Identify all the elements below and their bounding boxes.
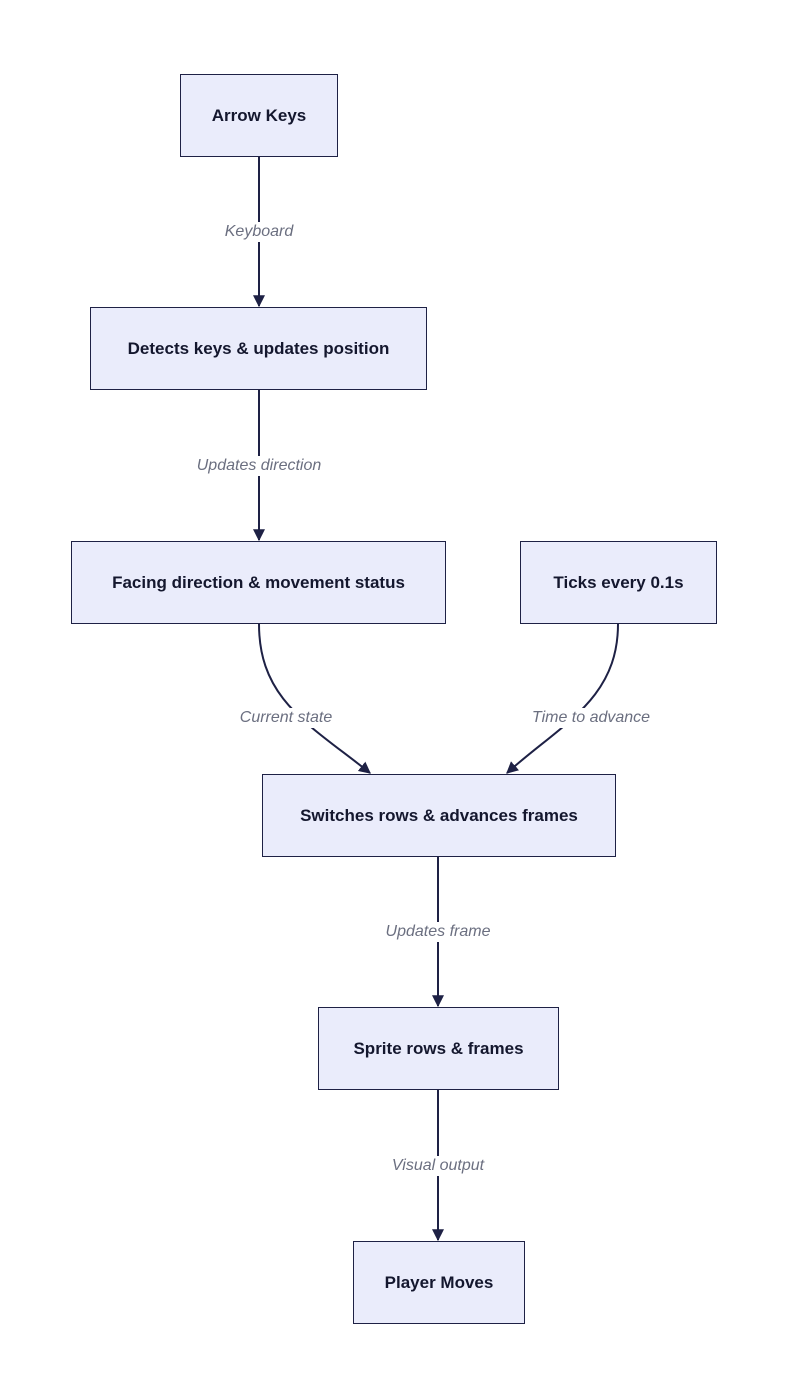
edge-label-keyboard: Keyboard: [220, 222, 298, 242]
node-ticks: Ticks every 0.1s: [520, 541, 717, 624]
node-sprite-rows: Sprite rows & frames: [318, 1007, 559, 1090]
node-player-moves-label: Player Moves: [384, 1272, 494, 1292]
edge-label-updates-direction: Updates direction: [192, 456, 326, 476]
node-switches-rows-label: Switches rows & advances frames: [300, 805, 578, 825]
node-detects-keys: Detects keys & updates position: [90, 307, 427, 390]
node-facing-direction: Facing direction & movement status: [71, 541, 446, 624]
node-player-moves: Player Moves: [353, 1241, 525, 1324]
node-arrow-keys-label: Arrow Keys: [211, 105, 307, 125]
edge-label-current-state: Current state: [235, 708, 337, 728]
node-ticks-label: Ticks every 0.1s: [553, 572, 684, 592]
node-sprite-rows-label: Sprite rows & frames: [353, 1038, 524, 1058]
node-arrow-keys: Arrow Keys: [180, 74, 338, 157]
edge-label-visual-output: Visual output: [387, 1156, 489, 1176]
node-facing-direction-label: Facing direction & movement status: [112, 572, 405, 592]
edge-label-time-to-advance: Time to advance: [527, 708, 655, 728]
node-switches-rows: Switches rows & advances frames: [262, 774, 616, 857]
node-detects-keys-label: Detects keys & updates position: [127, 338, 390, 358]
edge-time-to-advance: [506, 623, 619, 774]
edge-current-state: [258, 623, 371, 774]
edge-label-updates-frame: Updates frame: [381, 922, 495, 942]
